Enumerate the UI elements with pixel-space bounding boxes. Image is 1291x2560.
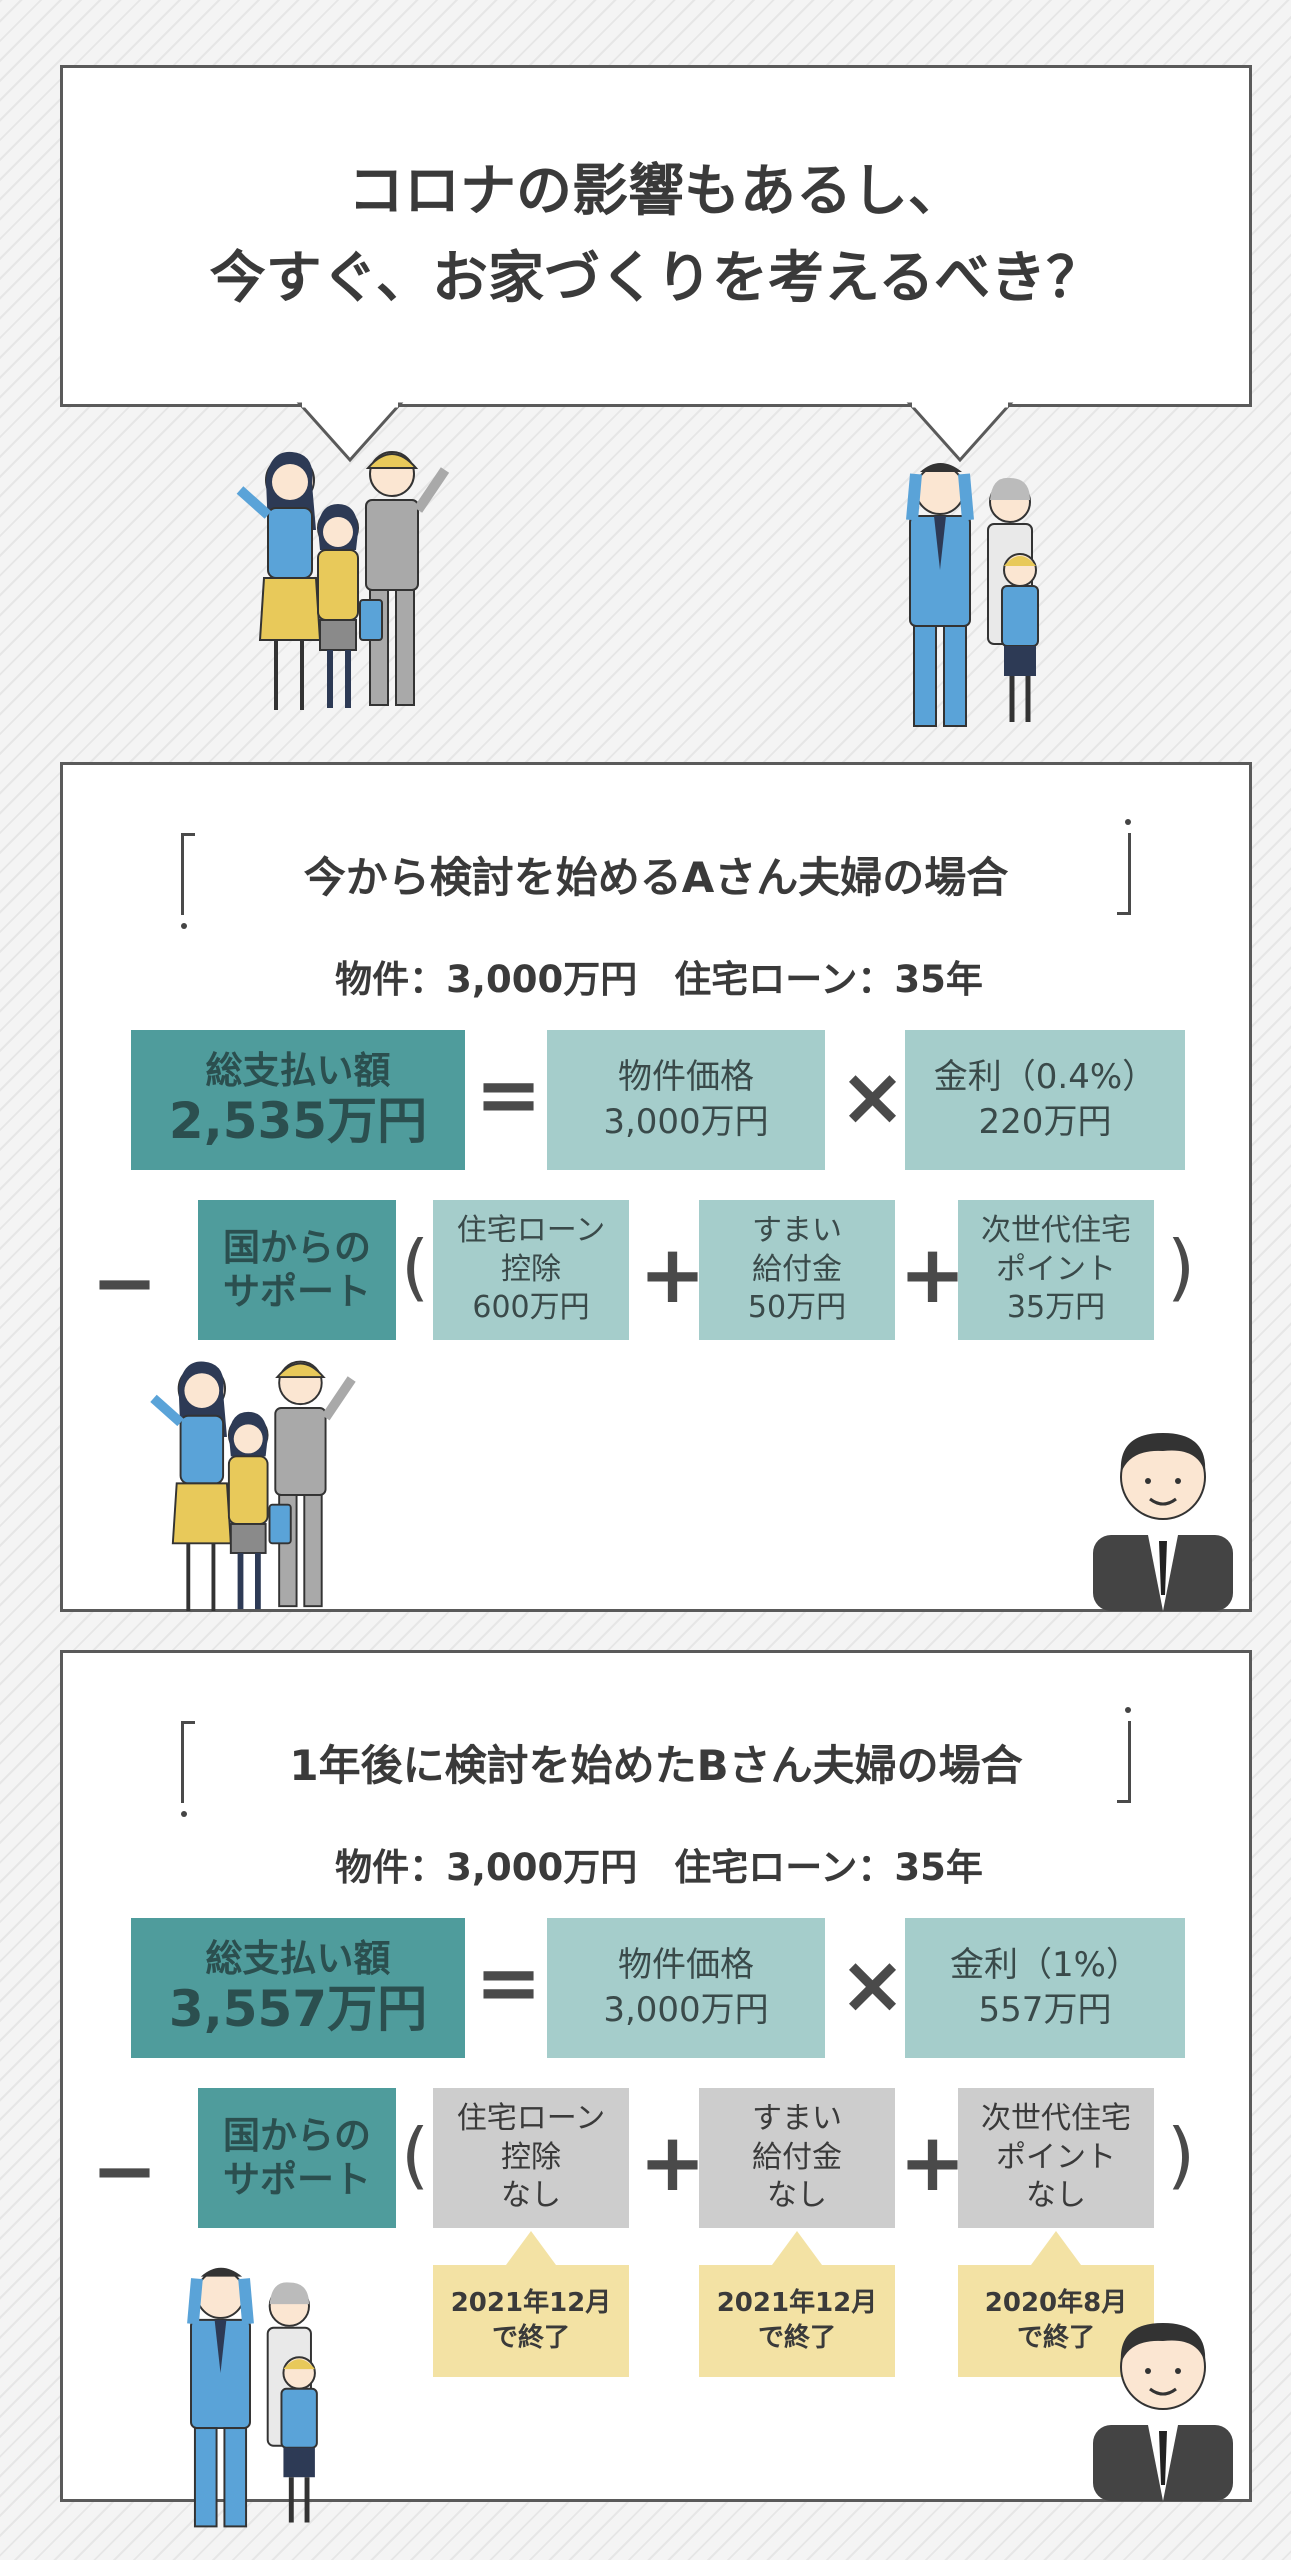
panel-b-note-point-line1: 2020年8月	[984, 2287, 1128, 2318]
panel-a-equals: =	[475, 1048, 543, 1141]
panel-a-item-sumai-line1: すまい	[752, 1213, 842, 1249]
panel-b-support-line2: サポート	[223, 2158, 371, 2201]
panel-b-paren-close: )	[1167, 2113, 1196, 2197]
panel-a-item-point-line1: 次世代住宅	[981, 1213, 1131, 1249]
panel-b-support-line1: 国からの	[223, 2113, 371, 2157]
panel-b-support-box: 国からの サポート	[198, 2088, 396, 2228]
panel-a-item-loan-line2: 控除	[501, 1251, 561, 1287]
panel-b-equals: =	[475, 1936, 543, 2029]
panel-b-title: 1年後に検討を始めたBさん夫婦の場合	[289, 1740, 1023, 1790]
panel-a-item-point: 次世代住宅 ポイント 35万円	[958, 1200, 1154, 1340]
panel-a-item-loan: 住宅ローン 控除 600万円	[433, 1200, 629, 1340]
panel-b-paren-open: (	[401, 2113, 430, 2197]
panel-a-total-box: 総支払い額 2,535万円	[131, 1030, 465, 1170]
panel-b-item-point-line1: 次世代住宅	[981, 2101, 1131, 2137]
panel-b-total-box: 総支払い額 3,557万円	[131, 1918, 465, 2058]
panel-b-minus: −	[91, 2124, 159, 2217]
advisor-illustration	[1093, 1433, 1233, 1611]
panel-a-conditions: 物件：3,000万円 住宅ローン：35年	[335, 958, 983, 1001]
panel-a-times: ×	[839, 1050, 907, 1143]
panel-b-price-value: 3,000万円	[603, 1990, 769, 2030]
panel-a-total-value: 2,535万円	[168, 1092, 428, 1151]
panel-b-price-label: 物件価格	[618, 1945, 754, 1986]
panel-a-price-box: 物件価格 3,000万円	[547, 1030, 825, 1170]
happy-family-illustration	[236, 451, 450, 710]
panel-a-item-sumai-line3: 50万円	[747, 1290, 847, 1326]
panel-a-total-label: 総支払い額	[205, 1049, 391, 1093]
panel-a-item-loan-line3: 600万円	[472, 1290, 590, 1326]
panel-b-price-box: 物件価格 3,000万円	[547, 1918, 825, 2058]
panel-b-times: ×	[839, 1938, 907, 2031]
panel-a-price-label: 物件価格	[618, 1057, 754, 1098]
panel-a-interest-label: 金利（0.4%）	[933, 1057, 1157, 1098]
bubble-tails	[296, 402, 1014, 463]
panel-a-support-box: 国からの サポート	[198, 1200, 396, 1340]
panel-a-plus-2: +	[899, 1228, 967, 1321]
panel-a-item-point-line2: ポイント	[996, 1251, 1116, 1287]
panel-b-item-point: 次世代住宅 ポイント なし	[958, 2088, 1154, 2228]
panel-a-title-frame: 今から検討を始めるAさん夫婦の場合	[181, 819, 1131, 929]
panel-a-price-value: 3,000万円	[603, 1102, 769, 1142]
advisor-illustration-b	[1093, 2323, 1233, 2501]
panel-b-item-point-line2: ポイント	[996, 2139, 1116, 2175]
panel-b-note-point-line2: で終了	[1016, 2323, 1095, 2353]
panel-b-interest-label: 金利（1%）	[950, 1945, 1140, 1986]
panel-b-item-sumai-line2: 給付金	[752, 2139, 842, 2175]
panel-b-note-loan: 2021年12月 で終了	[433, 2265, 629, 2377]
panel-b: 1年後に検討を始めたBさん夫婦の場合 物件：3,000万円 住宅ローン：35年 …	[60, 1650, 1252, 2502]
panel-a-interest-value: 220万円	[978, 1102, 1112, 1142]
panel-b-total-value: 3,557万円	[168, 1980, 428, 2039]
panel-b-note-point: 2020年8月 で終了	[958, 2265, 1154, 2377]
panel-b-interest-box: 金利（1%） 557万円	[905, 1918, 1185, 2058]
question-line-1: コロナの影響もあるし、	[348, 159, 964, 225]
panel-a-item-sumai: すまい 給付金 50万円	[699, 1200, 895, 1340]
panel-b-item-sumai-line3: なし	[767, 2178, 827, 2214]
panel-b-item-loan-line3: なし	[501, 2178, 561, 2214]
panel-b-conditions: 物件：3,000万円 住宅ローン：35年	[335, 1846, 983, 1889]
panel-a-title: 今から検討を始めるAさん夫婦の場合	[303, 852, 1009, 902]
panel-a-plus-1: +	[639, 1228, 707, 1321]
worried-family-illustration-b	[187, 2267, 318, 2528]
worried-family-illustration	[906, 463, 1039, 727]
happy-family-illustration-a	[150, 1360, 356, 1611]
panel-b-item-point-line3: なし	[1026, 2178, 1086, 2214]
panel-a-item-point-line3: 35万円	[1006, 1290, 1106, 1326]
panel-a-item-loan-line1: 住宅ローン	[456, 1213, 606, 1249]
panel-b-item-sumai-line1: すまい	[752, 2101, 842, 2137]
panel-b-item-loan: 住宅ローン 控除 なし	[433, 2088, 629, 2228]
panel-a-paren-open: (	[401, 1225, 430, 1309]
panel-a-support-line2: サポート	[223, 1270, 371, 1313]
panel-b-item-loan-line1: 住宅ローン	[456, 2101, 606, 2137]
panel-a-paren-close: )	[1167, 1225, 1196, 1309]
panel-b-note-sumai: 2021年12月 で終了	[699, 2265, 895, 2377]
panel-b-title-frame: 1年後に検討を始めたBさん夫婦の場合	[181, 1707, 1131, 1817]
panel-b-item-loan-line2: 控除	[501, 2139, 561, 2175]
panel-b-total-label: 総支払い額	[205, 1937, 391, 1981]
panel-a-item-sumai-line2: 給付金	[752, 1251, 842, 1287]
panel-a-minus: −	[91, 1236, 159, 1329]
note-tails	[506, 2231, 1081, 2265]
panel-b-interest-value: 557万円	[978, 1990, 1112, 2030]
panel-b-note-loan-line2: で終了	[491, 2323, 570, 2353]
question-line-2: 今すぐ、お家づくりを考えるべき？	[209, 246, 1103, 311]
question-bubble: コロナの影響もあるし、 今すぐ、お家づくりを考えるべき？	[60, 65, 1252, 407]
panel-a-support-line1: 国からの	[223, 1225, 371, 1269]
panel-b-plus-1: +	[639, 2116, 707, 2209]
panel-b-note-loan-line1: 2021年12月	[450, 2287, 612, 2318]
panel-b-note-sumai-line2: で終了	[757, 2323, 836, 2353]
panel-b-plus-2: +	[899, 2116, 967, 2209]
panel-b-item-sumai: すまい 給付金 なし	[699, 2088, 895, 2228]
panel-a-interest-box: 金利（0.4%） 220万円	[905, 1030, 1185, 1170]
panel-b-note-sumai-line1: 2021年12月	[716, 2287, 878, 2318]
